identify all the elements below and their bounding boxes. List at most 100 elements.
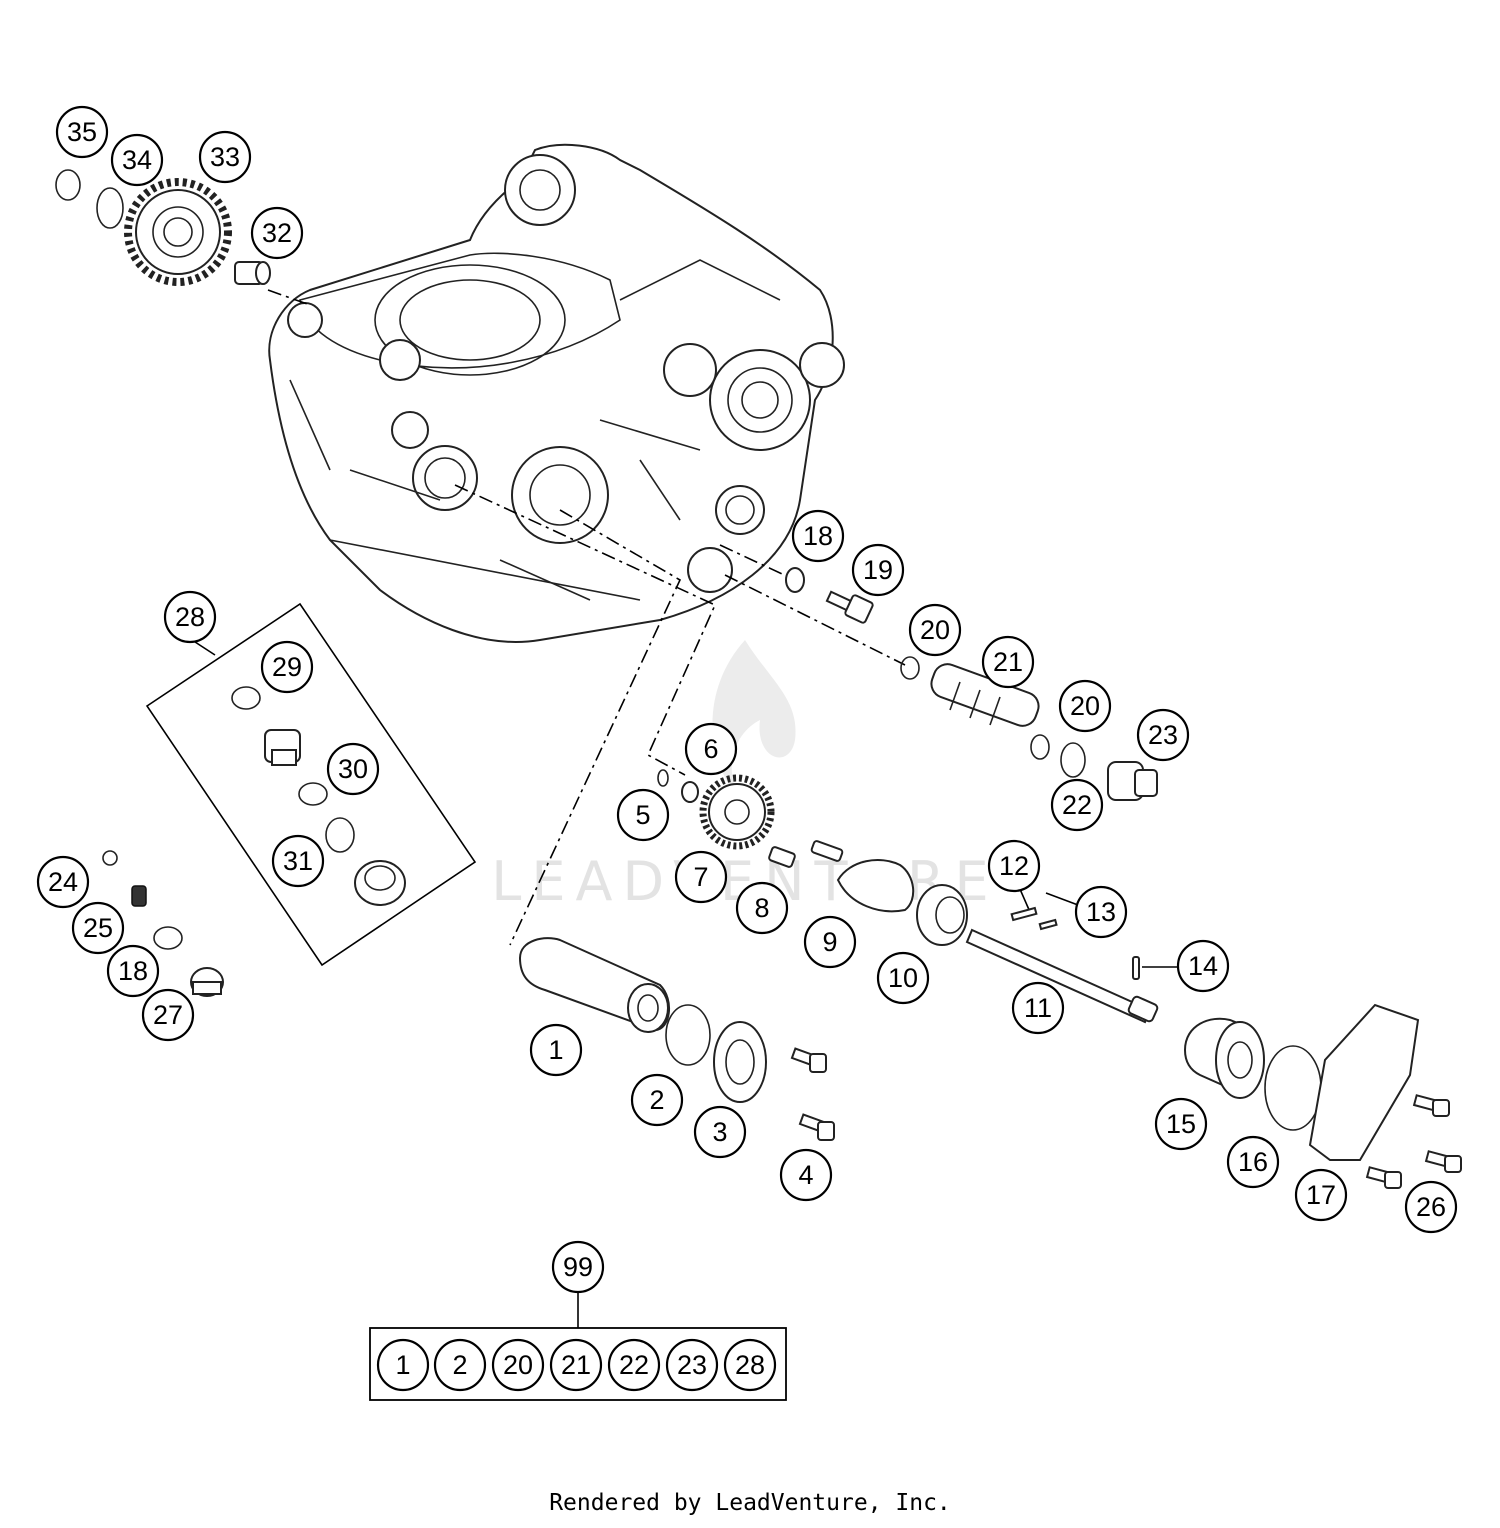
callout-20[interactable]: 20 <box>908 603 962 657</box>
callout-11[interactable]: 11 <box>1011 981 1065 1035</box>
leader-lines <box>267 289 1178 1328</box>
callout-15[interactable]: 15 <box>1154 1097 1208 1151</box>
oil-filter-part <box>518 937 671 1033</box>
callout-label: 4 <box>798 1160 813 1190</box>
callout-6[interactable]: 6 <box>684 722 738 776</box>
callout-10[interactable]: 10 <box>876 951 930 1005</box>
callout-18b[interactable]: 18 <box>106 944 160 998</box>
kit-item[interactable]: 22 <box>607 1338 661 1392</box>
kit-item[interactable]: 1 <box>376 1338 430 1392</box>
bolt-26b-part <box>1424 1150 1462 1173</box>
oring-29-part <box>231 686 261 710</box>
kit-number-callout[interactable]: 99 <box>551 1240 605 1294</box>
shaft-11-part <box>965 928 1159 1024</box>
callout-2[interactable]: 2 <box>630 1073 684 1127</box>
callout-25[interactable]: 25 <box>71 901 125 955</box>
callout-20b[interactable]: 20 <box>1058 679 1112 733</box>
callout-12[interactable]: 12 <box>987 839 1041 893</box>
callout-13[interactable]: 13 <box>1074 885 1128 939</box>
oring-30-part <box>298 782 328 806</box>
kit-number-label: 99 <box>563 1252 593 1282</box>
washer-part <box>96 187 124 229</box>
callout-28[interactable]: 28 <box>163 590 217 644</box>
oring-22-part <box>1060 742 1086 778</box>
kit-item-label: 22 <box>619 1350 649 1380</box>
bolt-4a-part <box>790 1047 827 1073</box>
callout-33[interactable]: 33 <box>198 130 252 184</box>
callout-31[interactable]: 31 <box>271 834 325 888</box>
callout-label: 30 <box>338 754 368 784</box>
callout-label: 35 <box>67 117 97 147</box>
circlip-part <box>55 169 81 201</box>
callout-9[interactable]: 9 <box>803 915 857 969</box>
bushing-part <box>234 261 271 285</box>
plate-9-part <box>836 859 915 913</box>
callout-32[interactable]: 32 <box>250 206 304 260</box>
callout-8[interactable]: 8 <box>735 881 789 935</box>
callout-label: 12 <box>999 851 1029 881</box>
callout-19[interactable]: 19 <box>851 543 905 597</box>
kit-item[interactable]: 21 <box>549 1338 603 1392</box>
callout-label: 18 <box>118 956 148 986</box>
footer-credit: Rendered by LeadVenture, Inc. <box>549 1490 951 1516</box>
watermark: LEADVENTURE <box>491 640 989 913</box>
callout-5[interactable]: 5 <box>616 788 670 842</box>
kit-item[interactable]: 2 <box>433 1338 487 1392</box>
callout-1[interactable]: 1 <box>529 1023 583 1077</box>
callout-18[interactable]: 18 <box>791 509 845 563</box>
callout-16[interactable]: 16 <box>1226 1135 1280 1189</box>
callout-label: 1 <box>548 1035 563 1065</box>
gear-33-part <box>124 178 232 286</box>
callout-label: 29 <box>272 652 302 682</box>
callout-26[interactable]: 26 <box>1404 1180 1458 1234</box>
callout-3[interactable]: 3 <box>693 1105 747 1159</box>
watermark-flame-icon <box>712 640 796 800</box>
callout-label: 13 <box>1086 897 1116 927</box>
callout-label: 18 <box>803 521 833 551</box>
callout-label: 31 <box>283 846 313 876</box>
fitting-part <box>264 729 301 766</box>
kit-item-label: 21 <box>561 1350 591 1380</box>
callout-30[interactable]: 30 <box>326 742 380 796</box>
callout-29[interactable]: 29 <box>260 640 314 694</box>
filter-cover-part <box>713 1021 767 1103</box>
callout-4[interactable]: 4 <box>779 1148 833 1202</box>
bolt-26a-part <box>1412 1094 1450 1117</box>
bolt-19-part <box>825 590 874 624</box>
kit-item[interactable]: 28 <box>723 1338 777 1392</box>
callout-label: 2 <box>649 1085 664 1115</box>
callout-label: 32 <box>262 218 292 248</box>
kit-item[interactable]: 20 <box>491 1338 545 1392</box>
callout-21[interactable]: 21 <box>981 635 1035 689</box>
callout-24[interactable]: 24 <box>36 855 90 909</box>
crankcase <box>268 143 845 643</box>
oring-16-part <box>1264 1045 1322 1131</box>
kit-items-box <box>369 1327 787 1401</box>
spring-part <box>131 885 147 907</box>
bolt-4b-part <box>798 1113 835 1141</box>
plug-27-part <box>190 967 224 997</box>
bolt-26c-part <box>1365 1166 1402 1189</box>
callout-17[interactable]: 17 <box>1294 1168 1348 1222</box>
callout-7[interactable]: 7 <box>674 850 728 904</box>
oring-20a-part <box>900 656 920 680</box>
washer-6-part <box>681 781 699 803</box>
callout-34[interactable]: 34 <box>110 133 164 187</box>
seal-ring-18b-part <box>153 926 183 950</box>
callout-14[interactable]: 14 <box>1176 939 1230 993</box>
callout-label: 34 <box>122 145 152 175</box>
callout-27[interactable]: 27 <box>141 988 195 1042</box>
kit-28-box <box>145 602 477 967</box>
gear-7-part <box>699 774 775 850</box>
callout-label: 19 <box>863 555 893 585</box>
callout-label: 7 <box>693 862 708 892</box>
callout-35[interactable]: 35 <box>55 105 109 159</box>
callout-label: 14 <box>1188 951 1218 981</box>
bolt-8b-part <box>810 840 844 862</box>
callout-label: 20 <box>1070 691 1100 721</box>
kit-item-label: 23 <box>677 1350 707 1380</box>
callout-23[interactable]: 23 <box>1136 708 1190 762</box>
callout-22[interactable]: 22 <box>1050 778 1104 832</box>
kit-item[interactable]: 23 <box>665 1338 719 1392</box>
